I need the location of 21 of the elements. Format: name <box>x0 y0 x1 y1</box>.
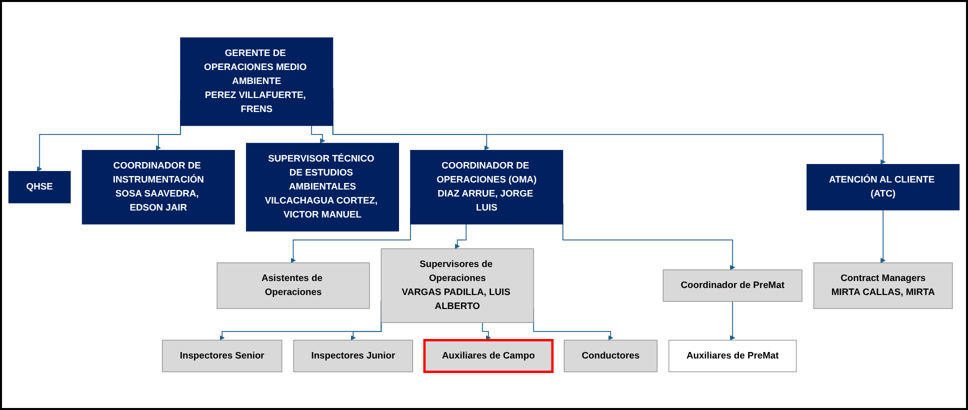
arrow <box>880 210 886 264</box>
node-box: Auxiliares de Campo <box>423 339 554 374</box>
arrow <box>482 322 491 341</box>
node-box: Auxiliares de PreMat <box>668 340 797 372</box>
node-box: GERENTE DE OPERACIONES MEDIO AMBIENTE PEREZ VILLAFUERTE, FRENS <box>180 38 334 126</box>
node-box: COORDINADOR DE INSTRUMENTACIÓN SOSA SAAVEDRA, EDSON JAIR <box>82 150 235 225</box>
arrow <box>730 301 736 341</box>
node-box: QHSE <box>8 171 71 204</box>
node-box: Coordinador de PreMat <box>662 270 802 302</box>
node-box: COORDINADOR DE OPERACIONES (OMA) DIAZ ARRUE, JORGE LUIS <box>410 150 564 225</box>
node-box: SUPERVISOR TÉCNICO DE ESTUDIOS AMBIENTALES VILCACHAGUA CORTEZ, VICTOR MANUEL <box>246 143 400 232</box>
node-box: Conductores <box>564 340 658 372</box>
node-box: ATENCIÓN AL CLIENTE (ATC) <box>806 164 960 211</box>
node-box: Inspectores Junior <box>293 340 414 372</box>
node-box: Inspectores Senior <box>162 340 282 372</box>
node-box: Asistentes de Operaciones <box>216 262 370 310</box>
node-box: Supervisores de Operaciones VARGAS PADILLA, LUIS ALBERTO <box>380 248 534 324</box>
arrow <box>454 224 467 250</box>
node-box: Contract Managers MIRTA CALLAS, MIRTA <box>813 262 953 310</box>
arrow <box>350 318 382 341</box>
arrow <box>311 125 326 144</box>
